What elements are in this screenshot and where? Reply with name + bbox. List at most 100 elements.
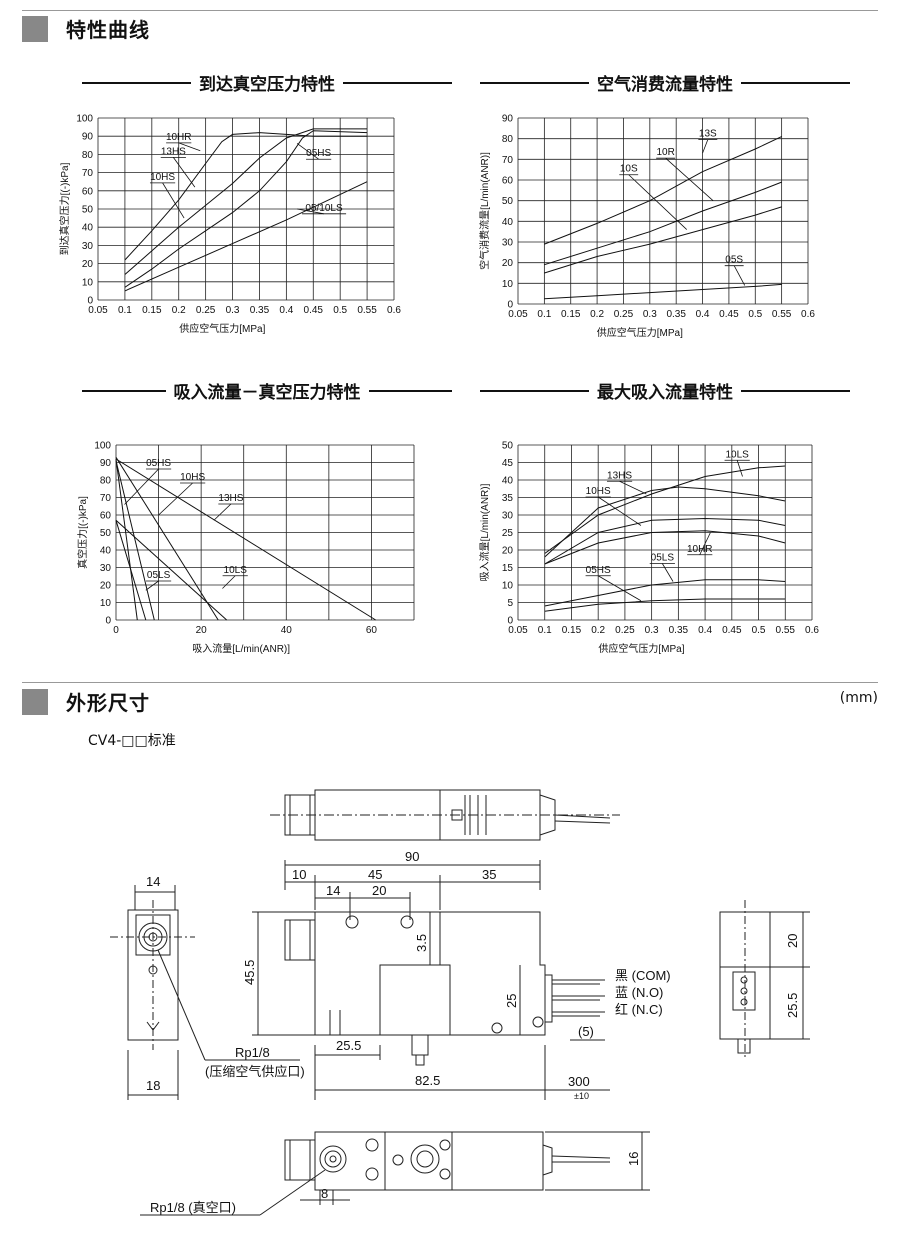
series-line-10hr xyxy=(544,530,786,565)
x-tick-label: 20 xyxy=(196,625,208,636)
x-tick-label: 0.55 xyxy=(772,309,792,320)
x-tick-label: 0.45 xyxy=(304,305,324,316)
series-line-10hs xyxy=(544,517,786,565)
x-tick-label: 0.5 xyxy=(748,309,762,320)
dim-10: 10 xyxy=(292,867,306,882)
x-tick-label: 0.6 xyxy=(805,625,819,636)
series-label: 10LS xyxy=(725,449,749,460)
dim-25-5: 25.5 xyxy=(336,1038,361,1053)
series-label: 10HS xyxy=(180,472,205,483)
x-tick-label: 0.1 xyxy=(118,305,132,316)
y-tick-label: 60 xyxy=(502,176,514,187)
wire-red: 红 (N.C) xyxy=(615,1002,663,1017)
dim-45: 45 xyxy=(368,867,382,882)
x-tick-label: 0.05 xyxy=(508,309,528,320)
series-line-10ls xyxy=(115,519,228,621)
series-line-10r xyxy=(544,181,782,266)
label-leader xyxy=(124,468,159,505)
dim-300: 300 xyxy=(568,1074,590,1089)
x-tick-label: 40 xyxy=(281,625,293,636)
chart-title-4: 最大吸入流量特性 xyxy=(480,378,850,403)
dim-25: 25 xyxy=(504,994,519,1008)
x-tick-label: 0.3 xyxy=(643,309,657,320)
series-line-10s xyxy=(544,206,782,274)
label-leader xyxy=(628,174,688,230)
x-tick-label: 0.15 xyxy=(562,625,582,636)
section-marker xyxy=(22,688,48,715)
y-tick-label: 50 xyxy=(82,205,94,216)
series-line-10hs xyxy=(124,130,368,288)
series-line-10hr xyxy=(124,132,368,261)
y-tick-label: 90 xyxy=(100,458,112,469)
model-label: CV4-□□标准 xyxy=(88,733,176,749)
wire-black: 黑 (COM) xyxy=(615,968,671,983)
label-leader xyxy=(213,503,232,521)
series-label: 05HS xyxy=(586,565,611,576)
series-line-05ls xyxy=(115,520,147,621)
y-tick-label: 50 xyxy=(502,196,514,207)
y-tick-label: 70 xyxy=(100,493,112,504)
section-marker xyxy=(22,15,48,42)
y-tick-label: 80 xyxy=(502,134,514,145)
section-title: 外形尺寸 xyxy=(66,691,150,715)
x-tick-label: 0.2 xyxy=(591,625,605,636)
y-tick-label: 10 xyxy=(100,598,112,609)
label-leader xyxy=(665,157,714,201)
dim-300-tol: ±10 xyxy=(574,1091,589,1101)
x-tick-label: 0.4 xyxy=(698,625,712,636)
dim-8: 8 xyxy=(321,1186,328,1201)
x-tick-label: 0.55 xyxy=(776,625,796,636)
label-leader xyxy=(158,482,193,516)
right-side-view xyxy=(719,900,810,1060)
y-tick-label: 40 xyxy=(100,546,112,557)
series-label: 13HS xyxy=(161,146,186,157)
y-tick-label: 100 xyxy=(76,114,93,125)
x-tick-label: 60 xyxy=(366,625,378,636)
y-tick-label: 20 xyxy=(82,259,94,270)
section-characteristics-header: 特性曲线 xyxy=(22,14,150,43)
series-label: 05S xyxy=(725,255,743,266)
series-line-10ls-ext xyxy=(115,458,376,621)
series-line-05s xyxy=(544,283,782,300)
series-label: 13HS xyxy=(218,493,243,504)
x-tick-label: 0.15 xyxy=(561,309,581,320)
front-view xyxy=(252,911,610,1100)
x-axis-label: 供应空气压力[MPa] xyxy=(179,322,265,335)
y-tick-label: 0 xyxy=(507,300,513,311)
series-label: 10S xyxy=(620,164,638,175)
y-tick-label: 50 xyxy=(100,528,112,539)
dim-35: 35 xyxy=(482,867,496,882)
y-tick-label: 35 xyxy=(502,493,514,504)
dim-25-5-right: 25.5 xyxy=(785,993,800,1018)
section-rule-2 xyxy=(22,682,878,683)
y-tick-label: 40 xyxy=(82,223,94,234)
x-tick-label: 0 xyxy=(113,625,119,636)
chart-title-1: 到达真空压力特性 xyxy=(82,70,452,95)
series-line-05hs xyxy=(544,598,786,612)
y-axis-label: 吸入流量[L/min(ANR)] xyxy=(478,483,491,581)
series-label: 10HS xyxy=(586,486,611,497)
dim-5: (5) xyxy=(578,1024,594,1039)
series-label: 05HS xyxy=(146,458,171,469)
y-tick-label: 30 xyxy=(502,238,514,249)
y-tick-label: 30 xyxy=(82,241,94,252)
x-tick-label: 0.6 xyxy=(387,305,401,316)
series-line-13hs xyxy=(115,457,219,621)
label-leader xyxy=(178,142,201,152)
y-tick-label: 0 xyxy=(105,616,111,627)
series-line-05ls xyxy=(544,579,786,607)
label-leader xyxy=(702,139,709,154)
dim-18: 18 xyxy=(146,1078,160,1093)
x-tick-label: 0.25 xyxy=(196,305,216,316)
y-axis-label: 空气消费流量[L/min(ANR)] xyxy=(478,152,491,270)
x-tick-label: 0.4 xyxy=(696,309,710,320)
series-label: 10HS xyxy=(150,172,175,183)
x-tick-label: 0.25 xyxy=(614,309,634,320)
series-line-10hs xyxy=(115,460,155,621)
series-line-10ls xyxy=(544,465,786,554)
series-label: 05HS xyxy=(306,148,331,159)
label-leader xyxy=(699,532,711,555)
